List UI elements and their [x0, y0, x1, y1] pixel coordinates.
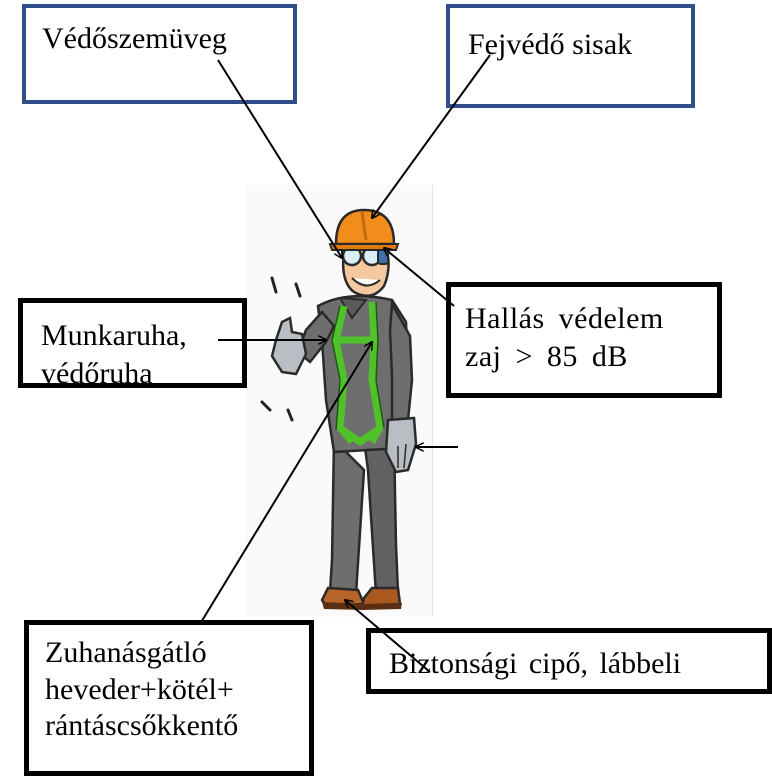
boots-icon — [320, 586, 402, 610]
label-workwear: Munkaruha, védőruha — [18, 298, 247, 390]
label-helmet: Fejvédő sisak — [446, 4, 695, 108]
label-goggles: Védőszemüveg — [22, 4, 297, 104]
label-safety-boots: Biztonsági cipő, lábbeli — [366, 628, 772, 694]
worker-legs — [328, 437, 400, 596]
glove-right-icon — [384, 416, 418, 474]
label-hearing-protection: Hallás védelem zaj > 85 dB — [446, 282, 722, 398]
glove-left-icon — [270, 316, 308, 376]
label-fall-arrest-harness: Zuhanásgátló heveder+kötél+ rántáscsőkke… — [24, 620, 314, 776]
helmet-icon — [328, 208, 400, 251]
